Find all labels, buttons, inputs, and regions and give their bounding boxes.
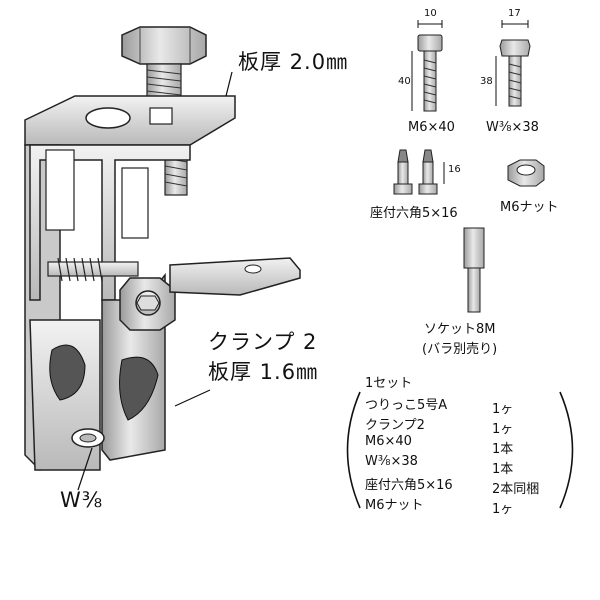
bolt-m6-drawing bbox=[411, 20, 443, 112]
top-plate bbox=[24, 95, 236, 146]
kit-item-name: W⅜×38 bbox=[365, 454, 418, 469]
bolt-m6-label: M6×40 bbox=[408, 120, 455, 135]
kit-bracket-right bbox=[559, 391, 574, 509]
kit-item-name: M6ナット bbox=[365, 498, 424, 513]
kit-item-qty: 2本同梱 bbox=[492, 482, 540, 497]
kit-item-name: つりっこ5号A bbox=[365, 398, 448, 413]
top-plate-thickness-label: 板厚 2.0㎜ bbox=[238, 50, 349, 74]
kit-item-name: 座付六角5×16 bbox=[365, 478, 453, 493]
clamp-thickness-label: 板厚 1.6㎜ bbox=[208, 360, 319, 384]
kit-item-qty: 1ヶ bbox=[492, 402, 514, 417]
bottom-thread-label: W⅜ bbox=[60, 488, 104, 512]
bolt-m6-width-dim: 10 bbox=[424, 8, 437, 19]
socket-drawing bbox=[463, 227, 485, 313]
horizontal-spring-bolt bbox=[47, 257, 176, 331]
leader-line-bottom bbox=[77, 447, 93, 491]
side-tab bbox=[169, 257, 301, 296]
kit-title: 1セット bbox=[365, 376, 413, 391]
top-bolt bbox=[121, 26, 207, 101]
screws-length-dim: 16 bbox=[448, 164, 461, 175]
kit-item-qty: 1本 bbox=[492, 462, 514, 477]
bolt-m6-length-dim: 40 bbox=[398, 76, 411, 87]
leader-line-clamp bbox=[174, 389, 211, 407]
socket-note: (バラ別売り) bbox=[422, 342, 498, 357]
kit-item-name: M6×40 bbox=[365, 434, 412, 449]
bolt-w38-width-dim: 17 bbox=[508, 8, 521, 19]
kit-item-name: クランプ2 bbox=[365, 418, 425, 433]
bolt-w38-length-dim: 38 bbox=[480, 76, 493, 87]
bolt-w38-label: W⅜×38 bbox=[486, 120, 539, 135]
screws-label: 座付六角5×16 bbox=[370, 206, 458, 221]
kit-bracket-left bbox=[346, 391, 361, 509]
leader-line-top bbox=[225, 71, 233, 97]
lower-jaws bbox=[29, 319, 159, 471]
clamp-name-label: クランプ 2 bbox=[208, 330, 318, 354]
bolt-w38-drawing bbox=[495, 20, 531, 107]
screws-drawing bbox=[393, 149, 445, 195]
kit-item-qty: 1ヶ bbox=[492, 422, 514, 437]
kit-item-qty: 1本 bbox=[492, 442, 514, 457]
nut-label: M6ナット bbox=[500, 200, 559, 215]
nut-drawing bbox=[507, 159, 545, 187]
kit-item-qty: 1ヶ bbox=[492, 502, 514, 517]
socket-label: ソケット8M bbox=[424, 322, 496, 337]
